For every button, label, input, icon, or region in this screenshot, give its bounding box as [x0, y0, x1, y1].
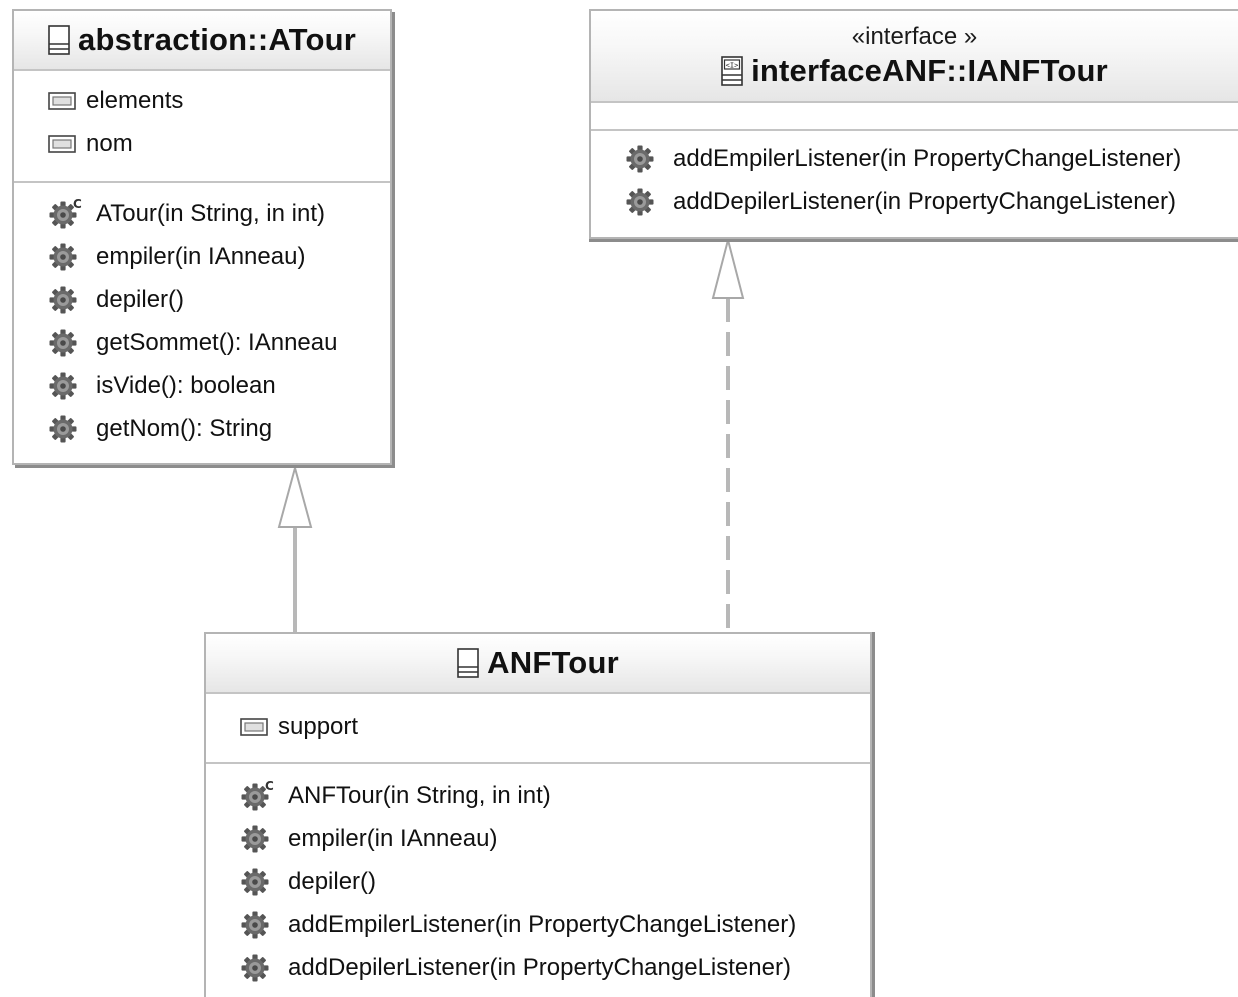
interface-stereotype: «interface » — [851, 23, 978, 50]
attribute-icon — [48, 134, 76, 153]
operation-row[interactable]: addDepilerListener(in PropertyChangeList… — [625, 180, 1238, 223]
gear-icon — [241, 911, 269, 938]
class-anftour-header: ANFTour — [206, 634, 870, 694]
operation-signature: getSommet(): IAnneau — [96, 328, 338, 356]
operation-row[interactable]: empiler(in IAnneau) — [240, 817, 870, 860]
operation-signature: empiler(in IAnneau) — [96, 242, 306, 270]
svg-text:C: C — [73, 197, 82, 211]
operation-signature: ANFTour(in String, in int) — [288, 781, 551, 809]
gear-icon — [49, 329, 77, 356]
class-atour-title: abstraction::ATour — [78, 22, 356, 57]
interface-ianftour-title: interfaceANF::IANFTour — [751, 53, 1108, 88]
gear-icon — [626, 145, 654, 172]
operation-row[interactable]: C ATour(in String, in int) — [48, 192, 390, 235]
interface-icon: <I> — [721, 56, 743, 86]
gear-icon — [49, 286, 77, 313]
operation-signature: addEmpilerListener(in PropertyChangeList… — [673, 144, 1182, 172]
ianftour-operations: addEmpilerListener(in PropertyChangeList… — [591, 131, 1238, 223]
gear-icon — [49, 372, 77, 399]
class-atour-header: abstraction::ATour — [14, 11, 390, 71]
attribute-icon — [48, 91, 76, 110]
operation-row[interactable]: getSommet(): IAnneau — [48, 321, 390, 364]
attribute-name: elements — [86, 86, 184, 114]
operation-signature: depiler() — [96, 285, 185, 313]
operation-signature: isVide(): boolean — [96, 371, 276, 399]
gear-icon — [241, 954, 269, 981]
operation-row[interactable]: depiler() — [240, 860, 870, 903]
atour-attributes: elements nom — [14, 71, 390, 183]
ianftour-attributes — [591, 103, 1238, 131]
operation-signature: ATour(in String, in int) — [96, 199, 325, 227]
interface-title-row: <I> interfaceANF::IANFTour — [591, 53, 1238, 89]
gear-icon — [241, 868, 269, 895]
operation-signature: addEmpilerListener(in PropertyChangeList… — [288, 910, 797, 938]
class-icon — [48, 25, 70, 55]
gear-icon — [49, 415, 77, 442]
operation-signature: depiler() — [288, 867, 377, 895]
atour-operations: C ATour(in String, in int) — [14, 183, 390, 450]
operation-row[interactable]: getNom(): String — [48, 407, 390, 450]
attribute-row[interactable]: support — [240, 705, 870, 748]
anftour-attributes: support — [206, 694, 870, 764]
operation-row[interactable]: isVide(): boolean — [48, 364, 390, 407]
operation-row[interactable]: addDepilerListener(in PropertyChangeList… — [240, 946, 870, 989]
attribute-row[interactable]: elements — [48, 79, 390, 122]
operation-row[interactable]: depiler() — [48, 278, 390, 321]
operation-signature: addDepilerListener(in PropertyChangeList… — [288, 953, 791, 981]
gear-icon — [626, 188, 654, 215]
operation-signature: empiler(in IAnneau) — [288, 824, 498, 852]
attribute-row[interactable]: nom — [48, 122, 390, 165]
class-anftour[interactable]: ANFTour support — [204, 632, 872, 997]
class-anftour-title: ANFTour — [487, 645, 619, 680]
svg-text:<I>: <I> — [726, 62, 739, 70]
gear-icon — [49, 243, 77, 270]
interface-ianftour-header: «interface » <I> interfaceANF::IANFTour — [591, 11, 1238, 103]
operation-signature: addDepilerListener(in PropertyChangeList… — [673, 187, 1176, 215]
operation-row[interactable]: C ANFTour(in String, in int) — [240, 774, 870, 817]
anftour-operations: C ANFTour(in String, in int) — [206, 764, 870, 989]
interface-ianftour[interactable]: «interface » <I> interfaceANF::IANFTour — [589, 9, 1238, 239]
class-atour[interactable]: abstraction::ATour elements nom — [12, 9, 392, 465]
operation-row[interactable]: addEmpilerListener(in PropertyChangeList… — [625, 137, 1238, 180]
constructor-gear-icon: C — [49, 197, 82, 228]
constructor-gear-icon: C — [241, 779, 274, 810]
class-icon — [457, 648, 479, 678]
operation-signature: getNom(): String — [96, 414, 273, 442]
svg-text:C: C — [265, 779, 274, 793]
operation-row[interactable]: addEmpilerListener(in PropertyChangeList… — [240, 903, 870, 946]
realization-arrowhead — [711, 236, 745, 299]
attribute-icon — [240, 717, 268, 736]
attribute-name: nom — [86, 129, 133, 157]
attribute-name: support — [278, 712, 359, 740]
operation-row[interactable]: empiler(in IAnneau) — [48, 235, 390, 278]
generalization-arrowhead — [277, 464, 313, 528]
gear-icon — [241, 825, 269, 852]
